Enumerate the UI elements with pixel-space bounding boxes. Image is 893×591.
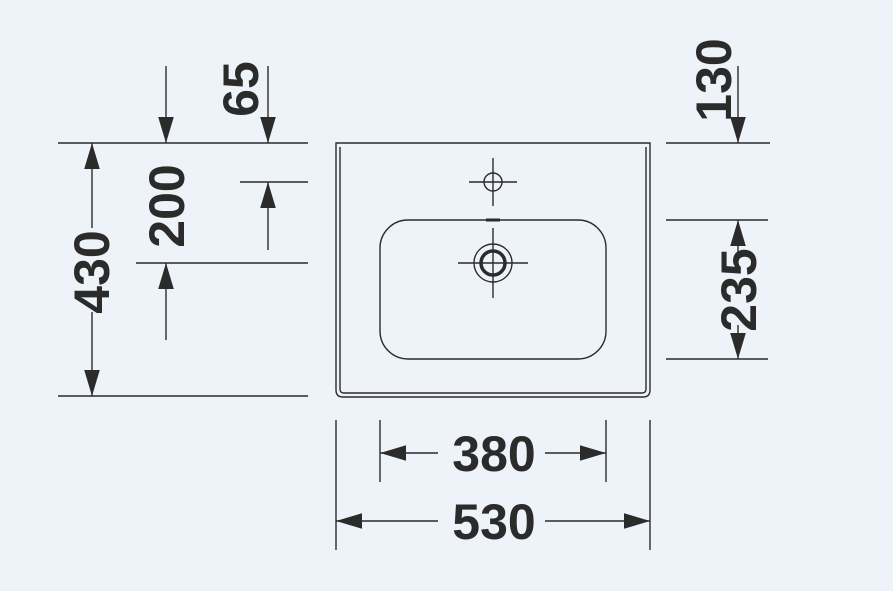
basin-inner-back-edge bbox=[339, 147, 647, 394]
dim-label-235: 235 bbox=[711, 248, 767, 331]
dim-label-430: 430 bbox=[64, 230, 120, 313]
dim-label-65: 65 bbox=[213, 61, 269, 117]
dim-label-530: 530 bbox=[452, 494, 535, 550]
tap-hole-symbol bbox=[469, 158, 517, 206]
dim-label-200: 200 bbox=[139, 164, 195, 247]
dim-label-380: 380 bbox=[452, 426, 535, 482]
basin-outer-outline bbox=[335, 142, 651, 398]
dim-label-130: 130 bbox=[686, 38, 742, 121]
drain-symbol bbox=[458, 228, 528, 298]
